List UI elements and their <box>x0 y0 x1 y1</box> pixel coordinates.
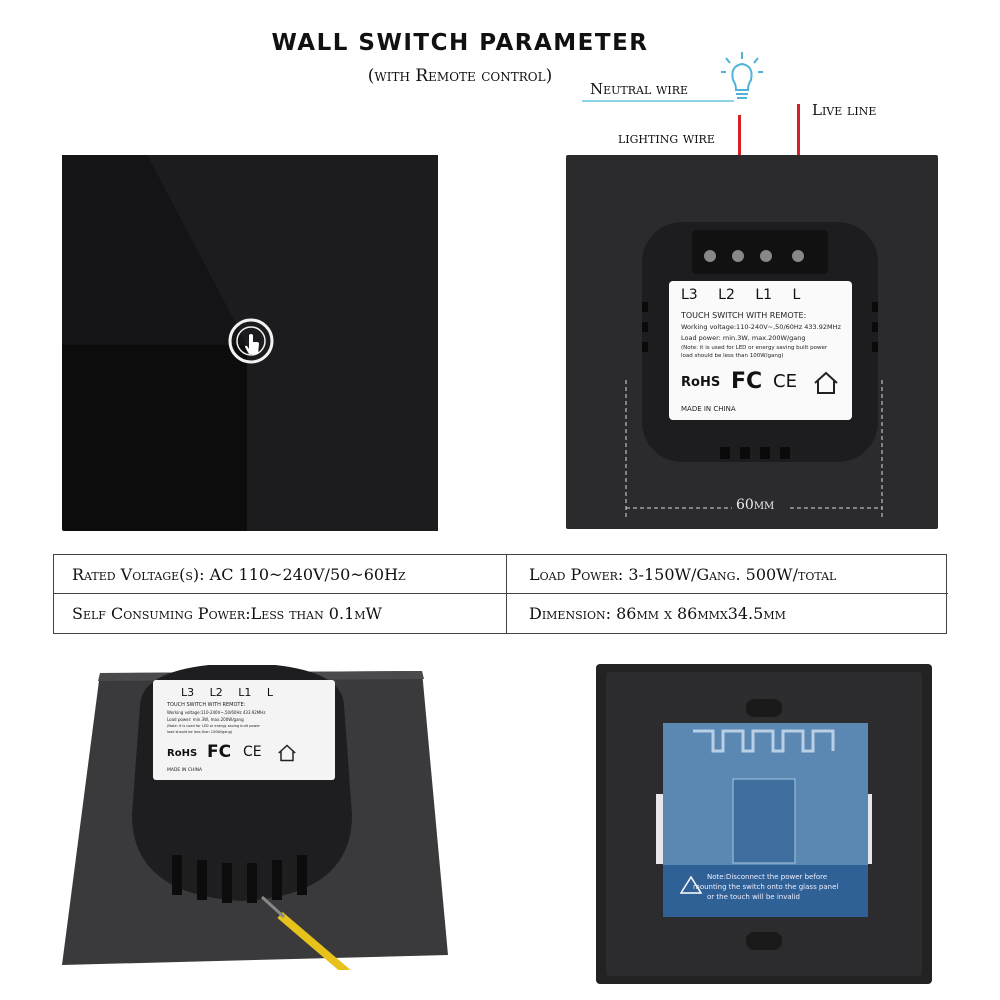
label-note-1-small: (Note: it is used for LED or energy savi… <box>167 724 260 728</box>
pcb-note-line2: mounting the switch onto the glass panel <box>693 883 839 891</box>
terminal-l3: L3 <box>681 287 698 303</box>
module-spec-label: L3 L2 L1 L TOUCH SWITCH WITH REMOTE: Wor… <box>669 281 852 420</box>
touch-hand-icon[interactable] <box>226 316 276 366</box>
home-icon <box>814 371 838 394</box>
rohs-mark: RoHS <box>681 375 721 390</box>
load-power: Load Power: 3-150W/Gang. 500W/total <box>507 555 948 594</box>
made-in-china-small: MADE IN CHINA <box>167 768 203 773</box>
terminal-l3-small: L3 <box>181 686 195 699</box>
fcc-mark-small: FC <box>207 742 232 762</box>
label-line-voltage: Working voltage:110-240V~,50/60Hz 433.92… <box>681 323 841 331</box>
terminal-l-small: L <box>266 686 274 699</box>
label-note-1: (Note: it is used for LED or energy savi… <box>681 345 828 351</box>
label-heading-small: TOUCH SWITCH WITH REMOTE: <box>167 702 246 708</box>
rated-voltage: Rated Voltage(s): AC 110~240V/50~60Hz <box>54 555 507 594</box>
label-heading: TOUCH SWITCH WITH REMOTE: <box>681 311 807 320</box>
terminal-l1: L1 <box>755 287 773 303</box>
home-icon-small <box>278 744 296 762</box>
terminal-l2: L2 <box>718 287 735 303</box>
live-line-label: Live line <box>812 101 877 119</box>
terminal-l1-small: L1 <box>238 686 252 699</box>
label-note-2-small: load should be less than 100W/gang) <box>167 730 233 734</box>
pcb-note-line3: or the touch will be invalid <box>707 893 800 901</box>
made-in-china: MADE IN CHINA <box>681 405 736 413</box>
terminal-l2-small: L2 <box>209 686 223 699</box>
label-note-2: load should be less than 100W/gang) <box>681 353 784 359</box>
terminal-l: L <box>792 287 801 303</box>
dimension: Dimension: 86mm x 86mmx34.5mm <box>529 604 786 623</box>
light-bulb-icon <box>721 52 763 99</box>
lighting-wire-label: lighting wire <box>618 129 715 147</box>
page-subtitle: (with Remote control) <box>367 66 553 86</box>
switch-front-panel <box>62 155 438 531</box>
neutral-wire-line <box>582 100 734 102</box>
ce-mark: CE <box>773 371 797 392</box>
dimension-guide <box>625 380 883 520</box>
pcb-note-line1: Note:Disconnect the power before <box>707 873 828 881</box>
pcb-board: Note:Disconnect the power before mountin… <box>663 723 868 917</box>
dimension-60mm: 60mm <box>736 497 775 513</box>
rohs-mark-small: RoHS <box>167 748 198 759</box>
fcc-mark: FC <box>731 369 763 394</box>
label-line-voltage-small: Working voltage:110-240V~,50/60Hz 433.92… <box>167 710 266 715</box>
switch-back-angled: L3 L2 L1 L TOUCH SWITCH WITH REMOTE: Wor… <box>62 665 448 970</box>
spec-table: Rated Voltage(s): AC 110~240V/50~60Hz Lo… <box>53 554 948 634</box>
neutral-wire-label: Neutral wire <box>590 80 689 98</box>
module-spec-label-small: L3 L2 L1 L TOUCH SWITCH WITH REMOTE: Wor… <box>153 680 335 780</box>
label-line-load: Load power: min.3W, max.200W/gang <box>681 334 806 342</box>
label-line-load-small: Load power: min.3W, max.200W/gang <box>167 717 244 722</box>
page-title: WALL SWITCH PARAMETER <box>271 30 649 56</box>
self-consuming-power: Self Consuming Power:Less than 0.1mW <box>54 594 507 633</box>
ce-mark-small: CE <box>243 744 262 760</box>
